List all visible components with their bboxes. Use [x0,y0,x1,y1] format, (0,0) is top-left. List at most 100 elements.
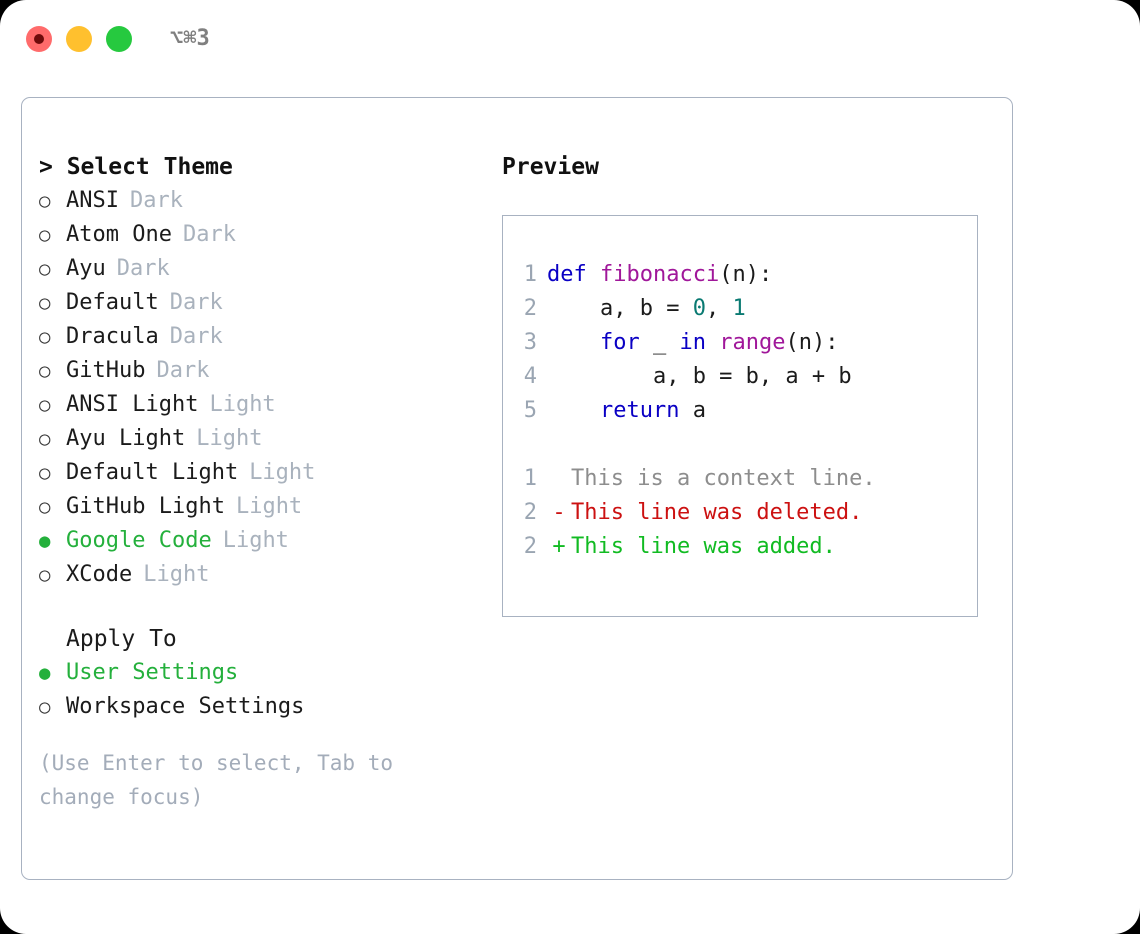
code-text: for _ in range(n): [547,326,838,360]
radio-unselected-icon: ○ [39,696,51,718]
diff-line-add: 2 +This line was added. [503,530,979,564]
diff-marker: + [552,534,566,559]
preview-heading: Preview [502,154,599,180]
theme-option-label: Atom One [66,222,172,247]
apply-to-option-list: ● User Settings ○Workspace Settings [39,656,479,724]
theme-variant-badge: Dark [116,256,170,281]
apply-to-option-label: User Settings [66,660,239,685]
line-number: 5 [523,398,537,423]
keyboard-hint-text: (Use Enter to select, Tab to change focu… [39,751,394,809]
keyboard-shortcut-label: ⌥⌘3 [170,26,210,51]
theme-variant-badge: Dark [182,222,236,247]
theme-option-label: XCode [66,562,133,587]
code-token-pl: a, b = b, a + b [547,364,852,389]
theme-variant-badge: Light [209,392,276,417]
code-token-num: 1 [732,296,746,321]
theme-option-ansi-light[interactable]: ○ ANSI Light Light [39,388,479,422]
code-token-pl: a, b = [547,296,693,321]
theme-variant-badge: Dark [156,358,210,383]
theme-variant-badge: Light [222,528,289,553]
line-number: 2 [523,500,537,525]
code-text: def fibonacci(n): [547,258,772,292]
radio-unselected-icon: ○ [39,394,51,416]
apply-to-option-user-settings[interactable]: ● User Settings [39,656,479,690]
theme-option-label: GitHub [66,358,146,383]
maximize-button[interactable] [106,26,132,52]
radio-unselected-icon: ○ [39,462,51,484]
diff-block: 1 This is a context line.2-This line was… [503,462,979,564]
theme-variant-badge: Dark [169,290,223,315]
diff-line-del: 2-This line was deleted. [503,496,979,530]
radio-selected-icon: ● [39,662,51,684]
code-token-pl: (n): [785,330,839,355]
apply-to-option-workspace-settings[interactable]: ○Workspace Settings [39,690,479,724]
code-text: a, b = 0, 1 [547,292,746,326]
code-token-kw: return [599,398,680,423]
code-token-kw: for [599,330,640,355]
minimize-button[interactable] [66,26,92,52]
radio-unselected-icon: ○ [39,428,51,450]
code-token-kw: def [547,262,600,287]
code-token-num: 0 [692,296,706,321]
theme-option-label: Default [66,290,159,315]
code-line: 4 a, b = b, a + b [503,360,979,394]
code-token-fn: range [719,330,786,355]
diff-text: This line was added. [571,534,836,559]
code-token-pl [547,398,600,423]
radio-unselected-icon: ○ [39,496,51,518]
code-token-kw: in [679,330,706,355]
code-line: 3 for _ in range(n): [503,326,979,360]
line-number: 2 [523,534,537,559]
diff-text: This line was deleted. [571,500,863,525]
theme-option-atom-one[interactable]: ○ Atom One Dark [39,218,479,252]
code-token-fn: fibonacci [599,262,720,287]
theme-variant-badge: Light [235,494,303,519]
theme-option-ansi[interactable]: ○ ANSI Dark [39,184,479,218]
theme-variant-badge: Dark [169,324,223,349]
theme-variant-badge: Dark [129,188,183,213]
theme-option-xcode[interactable]: ○ XCode Light [39,558,479,592]
radio-unselected-icon: ○ [39,564,51,586]
line-number: 1 [523,262,537,287]
line-number: 1 [523,466,537,491]
diff-line-ctx: 1 This is a context line. [503,462,979,496]
code-token-pl: (n): [719,262,773,287]
code-line: 2 a, b = 0, 1 [503,292,979,326]
code-token-pl: _ [639,330,680,355]
radio-unselected-icon: ○ [39,326,51,348]
theme-option-github-light[interactable]: ○ GitHub Light Light [39,490,479,524]
theme-option-label: ANSI [66,188,119,213]
theme-option-label: Ayu [66,256,106,281]
line-number: 4 [523,364,537,389]
line-number: 2 [523,296,537,321]
theme-option-label: Dracula [66,324,159,349]
radio-unselected-icon: ○ [39,190,51,212]
theme-option-default[interactable]: ○ Default Dark [39,286,479,320]
theme-variant-badge: Light [196,426,263,451]
theme-option-label: GitHub Light [66,494,225,519]
theme-option-github[interactable]: ○ GitHub Dark [39,354,479,388]
code-text: return a [547,394,706,428]
radio-unselected-icon: ○ [39,292,51,314]
code-token-pl: a [679,398,706,423]
code-spacer [503,428,979,462]
theme-option-dracula[interactable]: ○ Dracula Dark [39,320,479,354]
code-token-pl [706,330,719,355]
radio-unselected-icon: ○ [39,224,51,246]
theme-option-label: ANSI Light [66,392,199,417]
radio-unselected-icon: ○ [39,360,51,382]
diff-marker [547,462,571,496]
code-text: a, b = b, a + b [547,360,852,394]
apply-to-heading: Apply To [66,626,177,652]
theme-variant-badge: Light [143,562,210,587]
